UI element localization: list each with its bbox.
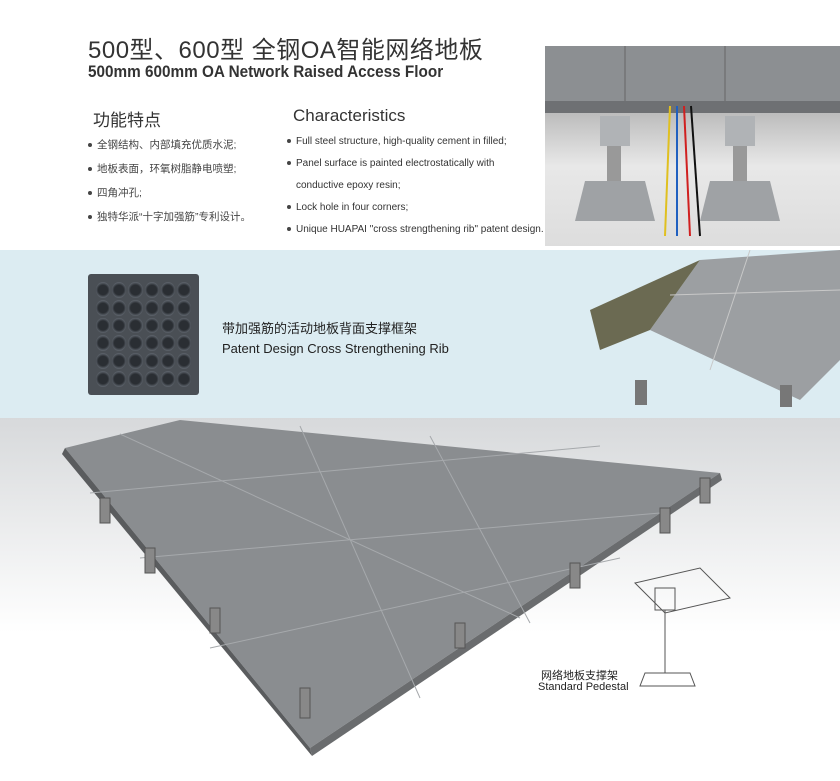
features-heading-en: Characteristics	[293, 106, 406, 125]
pedestal-diagram	[634, 567, 731, 687]
pedestal-cables-illustration	[545, 46, 840, 237]
rib-title-en: Patent Design Cross Strengthening Rib	[222, 341, 449, 356]
list-item: 四角冲孔;	[88, 185, 251, 209]
features-list-cn: 全钢结构、内部填充优质水泥; 地板表面，环氧树脂静电喷塑; 四角冲孔; 独特华派…	[88, 137, 251, 233]
list-item: 独特华派“十字加强筋”专利设计。	[88, 209, 251, 233]
page-title-cn: 500型、600型 全钢OA智能网络地板	[88, 37, 484, 64]
list-item: Unique HUAPAI "cross strengthening rib" …	[287, 224, 544, 246]
pedestal-label-en: Standard Pedestal	[538, 681, 629, 693]
panel-underside-image	[88, 274, 199, 395]
features-list-en: Full steel structure, high-quality cemen…	[287, 136, 544, 246]
list-item: Lock hole in four corners;	[287, 202, 544, 224]
rib-title-cn: 带加强筋的活动地板背面支撑框架	[222, 321, 418, 336]
list-item: Full steel structure, high-quality cemen…	[287, 136, 544, 158]
list-item: Panel surface is painted electrostatical…	[287, 158, 544, 180]
raised-floor-illustration	[62, 420, 731, 756]
floor-section-image	[590, 250, 840, 407]
raised-floor-section	[0, 418, 840, 776]
list-item: conductive epoxy resin;	[296, 180, 401, 191]
list-item: 地板表面，环氧树脂静电喷塑;	[88, 161, 251, 185]
list-item: 全钢结构、内部填充优质水泥;	[88, 137, 251, 161]
floor-cables-photo	[545, 46, 840, 246]
page-title-en: 500mm 600mm OA Network Raised Access Flo…	[88, 62, 444, 81]
features-heading-cn: 功能特点	[93, 111, 161, 130]
pedestal-label-cn: 网络地板支撑架	[541, 670, 618, 682]
